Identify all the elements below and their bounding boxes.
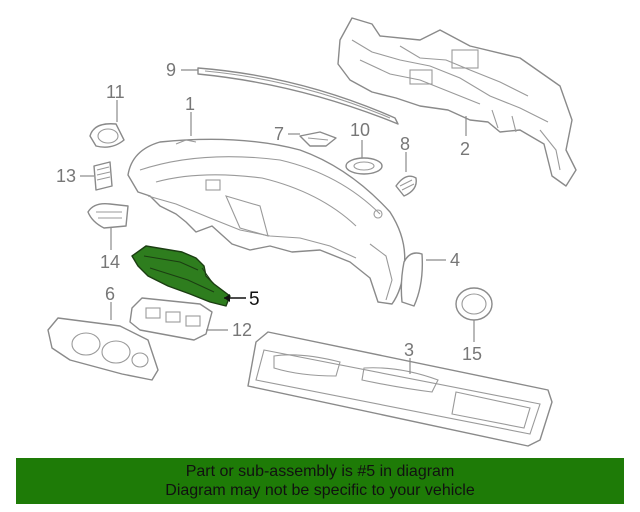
banner-line-1: Part or sub-assembly is #5 in diagram — [185, 463, 455, 480]
part-15-bezel — [455, 287, 493, 321]
part-10-speaker — [345, 157, 383, 175]
part-13-vent — [93, 161, 113, 191]
callout-5: 5 — [249, 289, 260, 310]
callout-6: 6 — [105, 284, 115, 304]
callout-7: 7 — [274, 124, 284, 144]
callout-8: 8 — [400, 134, 410, 154]
callout-9: 9 — [166, 60, 176, 80]
part-14-vent — [87, 202, 129, 229]
callout-15: 15 — [462, 344, 482, 364]
callout-10: 10 — [350, 120, 370, 140]
part-1-instrument-panel — [127, 138, 406, 305]
callout-1: 1 — [185, 94, 195, 114]
part-11-vent — [89, 123, 125, 148]
part-4-trim-panel — [400, 252, 424, 307]
part-3-lower-trim — [247, 331, 553, 447]
callout-11: 11 — [106, 82, 125, 102]
callout-4: 4 — [450, 250, 460, 270]
part-5-highlighted — [131, 245, 231, 307]
callout-14: 14 — [100, 252, 120, 272]
part-8-vent — [395, 175, 417, 197]
info-banner: Part or sub-assembly is #5 in diagram Di… — [16, 458, 624, 504]
part-9-cowl-trim — [197, 67, 399, 125]
callout-2: 2 — [460, 139, 470, 159]
callout-12: 12 — [232, 320, 252, 340]
callout-13: 13 — [56, 166, 76, 186]
part-7-bracket — [299, 131, 337, 147]
banner-line-2: Diagram may not be specific to your vehi… — [165, 482, 475, 499]
callout-3: 3 — [404, 340, 414, 360]
leader-lines — [80, 69, 475, 374]
parts-diagram: 1 2 3 4 5 6 7 8 9 10 11 12 13 14 15 — [47, 17, 577, 447]
part-2-dash-frame — [337, 17, 577, 187]
part-6-cluster-bezel — [47, 317, 159, 381]
part-12-switch-bezel — [129, 297, 213, 341]
